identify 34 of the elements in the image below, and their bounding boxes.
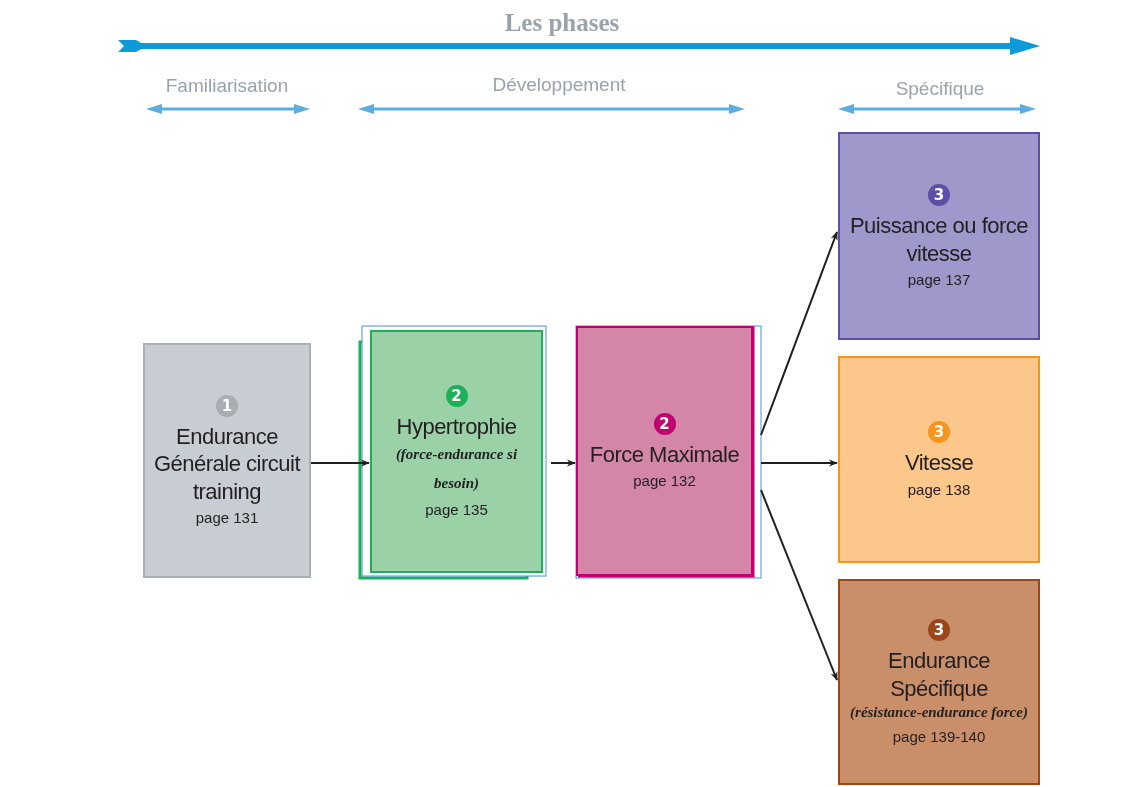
arrow xyxy=(550,459,576,467)
phase-box xyxy=(838,132,1040,340)
page-reference: page 138 xyxy=(907,480,971,498)
box-title: Hypertrophie xyxy=(396,412,517,441)
step-number: 2 xyxy=(653,412,676,435)
phase-box xyxy=(370,330,543,573)
phase-label: Spécifique xyxy=(895,78,985,100)
step-number: 3 xyxy=(928,184,950,206)
step-number: 1 xyxy=(216,394,238,417)
page-reference: page 131 xyxy=(195,509,259,527)
diagram-title: Les phases xyxy=(504,9,620,37)
phase-label: Familiarisation xyxy=(165,75,289,97)
box-title: Endurance Générale circuit training xyxy=(152,422,302,506)
page-reference: page 135 xyxy=(425,501,488,519)
phase-box xyxy=(838,356,1040,563)
phase-box xyxy=(838,579,1040,785)
step-number: 3 xyxy=(928,619,950,642)
arrow xyxy=(310,459,370,467)
arrow xyxy=(760,231,838,436)
box-title: Endurance Spécifique xyxy=(887,647,991,703)
arrow xyxy=(760,489,838,681)
step-number: 2 xyxy=(445,384,468,407)
box-title: Vitesse xyxy=(904,449,974,477)
phase-box xyxy=(143,343,311,578)
step-number: 3 xyxy=(928,421,950,444)
page-reference: page 132 xyxy=(633,472,696,490)
box-title: Puissance ou force vitesse xyxy=(848,212,1030,267)
box-title: Force Maximale xyxy=(589,440,740,469)
page-reference: page 137 xyxy=(907,271,971,288)
phase-label: Développement xyxy=(492,74,626,96)
box-subtitle: (résistance-endurance force) xyxy=(849,703,1029,723)
box-subtitle: (force-endurance si besoin) xyxy=(394,445,519,493)
page-reference: page 139-140 xyxy=(892,727,986,745)
arrow xyxy=(760,459,838,467)
